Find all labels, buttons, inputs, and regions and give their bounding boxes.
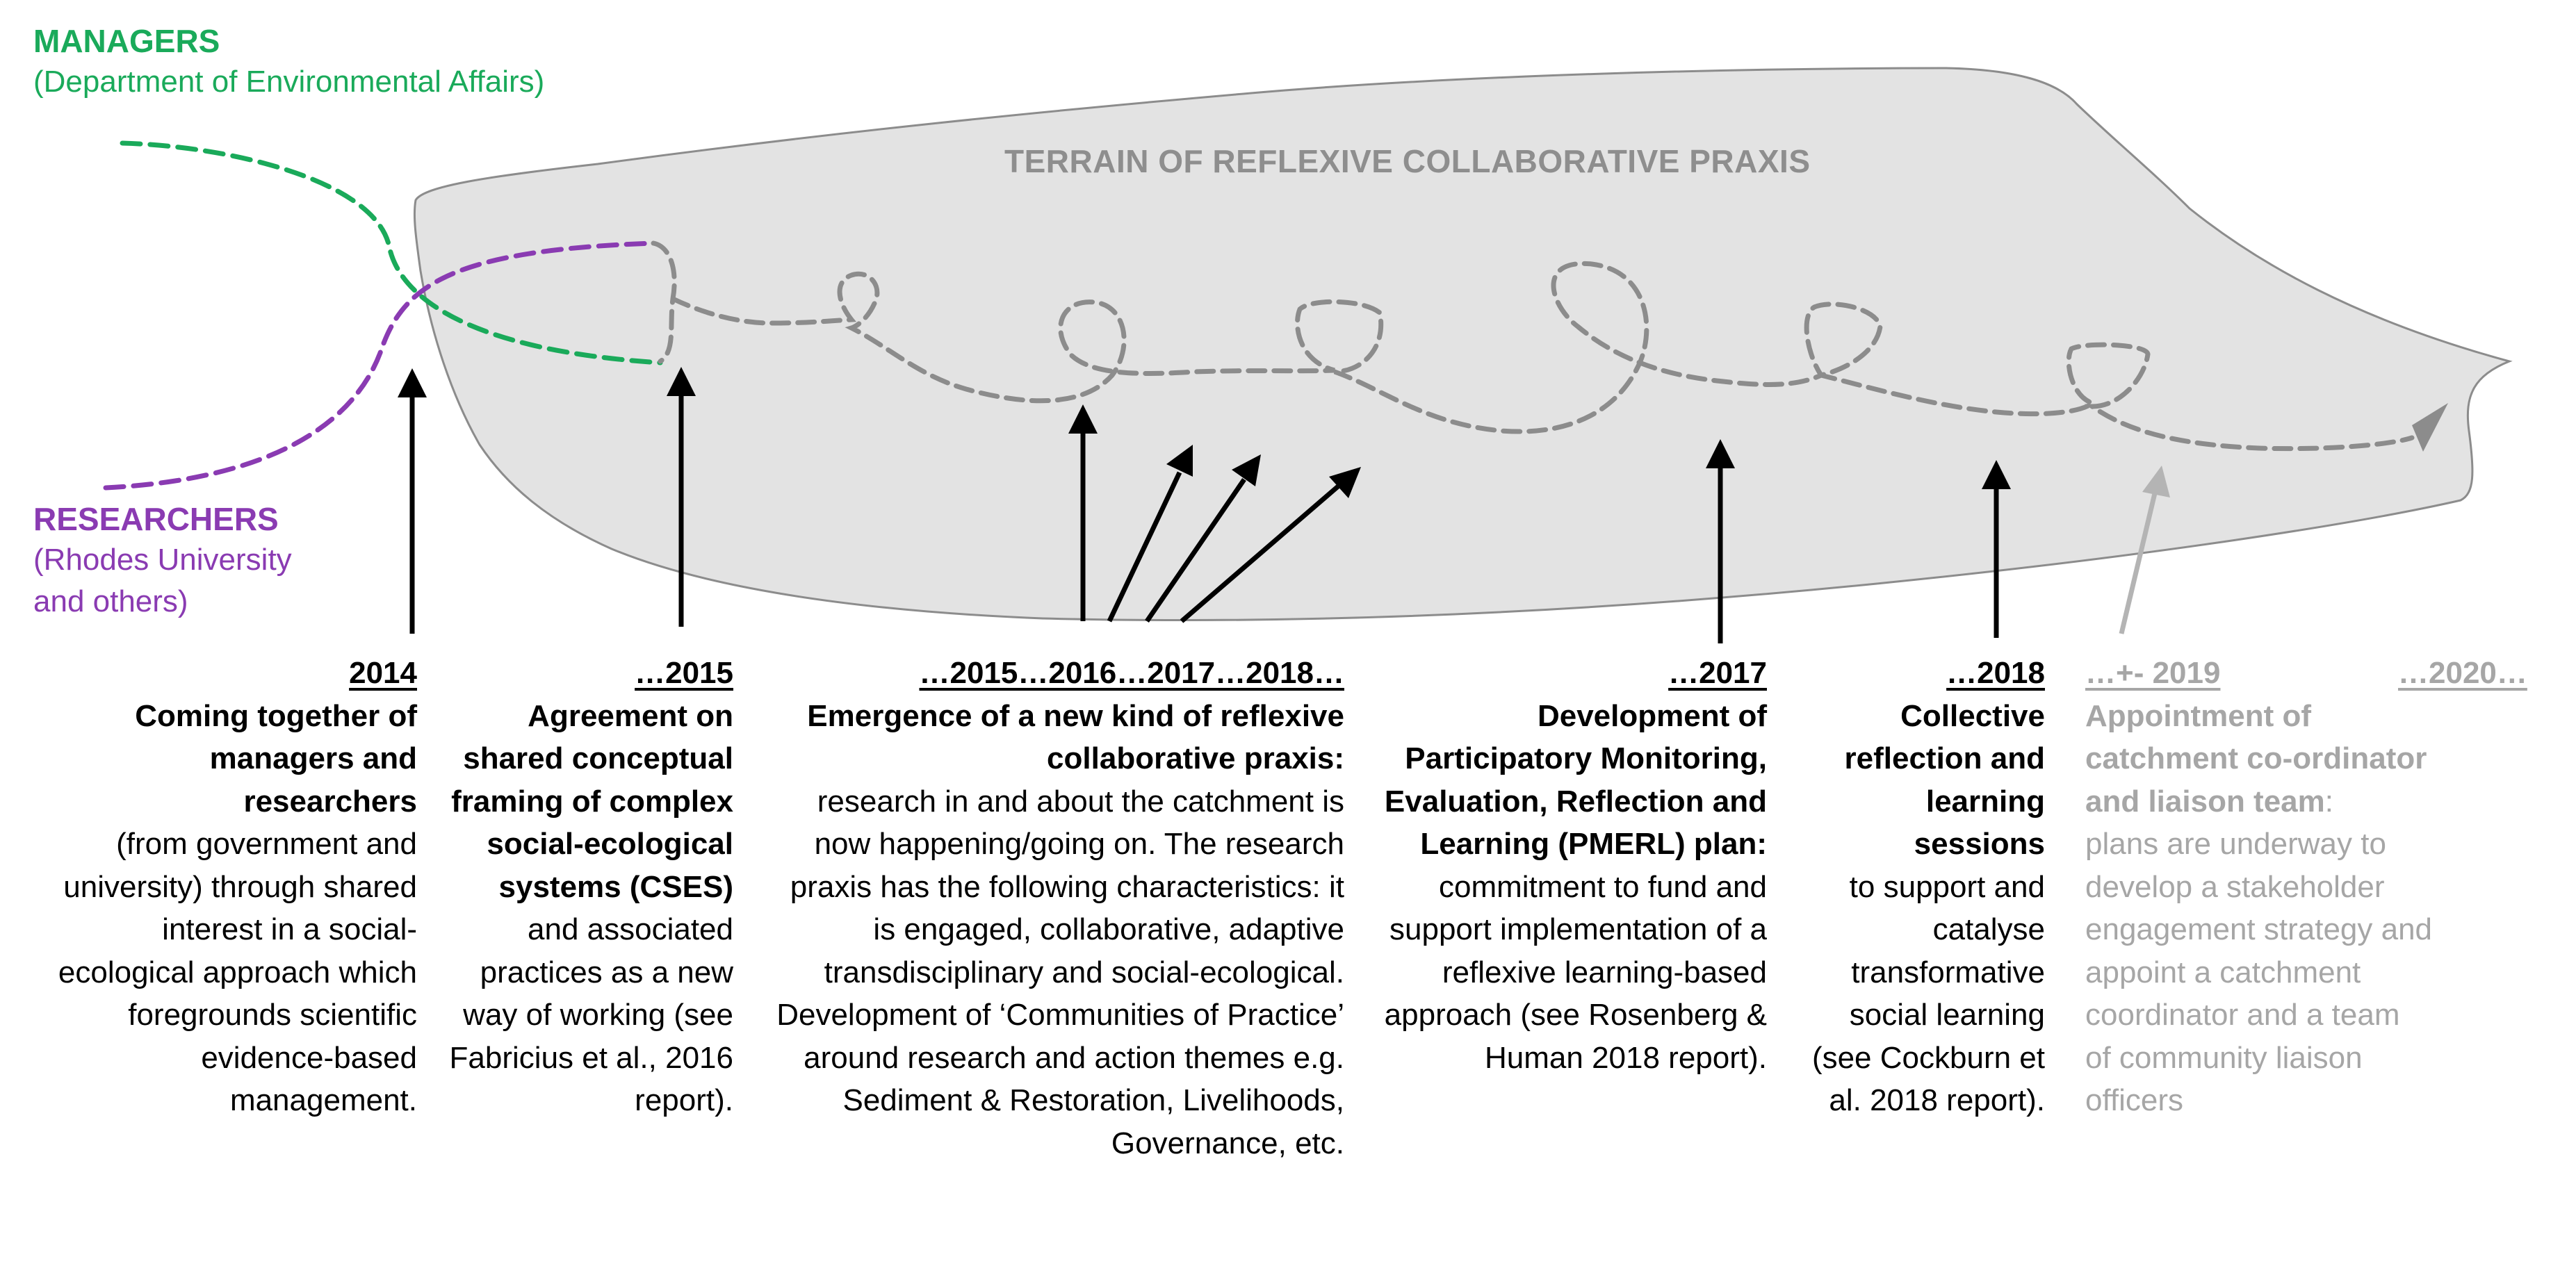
milestone-body: and associated practices as a new way of…: [449, 912, 733, 1117]
milestone-2018: …2018 Collective reflection and learning…: [1807, 652, 2045, 1122]
praxis-arrowhead: [2412, 403, 2448, 452]
arrowhead-2014: [398, 368, 427, 397]
milestone-year: …2015: [635, 656, 733, 690]
researchers-label: RESEARCHERS (Rhodes University and other…: [33, 499, 292, 623]
milestone-year: …2018: [1946, 656, 2045, 690]
milestone-2019: …+- 2019 Appointment of catchment co-ord…: [2085, 652, 2433, 1122]
milestone-year: …+- 2019: [2085, 656, 2221, 690]
managers-title: MANAGERS: [33, 23, 220, 59]
arrowhead-2015: [667, 367, 696, 396]
milestone-year: …2020…: [2398, 656, 2527, 690]
arrowhead-2018: [1982, 460, 2011, 489]
milestone-arrows: [398, 367, 2011, 643]
arrowhead-praxis-4: [1329, 467, 1361, 498]
milestone-body: (from government and university) through…: [58, 827, 417, 1117]
milestone-heading: Coming together of managers and research…: [135, 698, 417, 819]
arrow-praxis-4: [1180, 484, 1340, 623]
milestone-body: to support and catalyse transformative s…: [1811, 869, 2045, 1118]
researchers-path: [103, 240, 656, 491]
milestone-heading: Appointment of catchment co-ordinator an…: [2085, 698, 2427, 819]
milestone-2020: …2020…: [2398, 652, 2565, 695]
milestone-2014: 2014 Coming together of managers and res…: [56, 652, 417, 1122]
milestone-2017: …2017 Development of Participatory Monit…: [1383, 652, 1767, 1079]
arrowhead-praxis-3: [1232, 454, 1261, 486]
milestone-body: research in and about the catchment is n…: [790, 784, 1344, 989]
milestone-heading: Emergence of a new kind of reflexive col…: [807, 698, 1344, 776]
researchers-title: RESEARCHERS: [33, 501, 279, 537]
arrow-praxis-2: [1107, 471, 1182, 623]
milestone-body-2: Development of ‘Communities of Practice’…: [776, 998, 1344, 1160]
milestone-heading: Development of Participatory Monitoring,…: [1384, 698, 1767, 862]
praxis-path: [651, 240, 2415, 452]
milestone-praxis: …2015…2016…2017…2018… Emergence of a new…: [765, 652, 1344, 1165]
managers-subtitle: (Department of Environmental Affairs): [33, 65, 545, 99]
managers-path: [120, 140, 663, 365]
milestone-year: 2014: [349, 656, 417, 690]
milestone-body: commitment to fund and support implement…: [1384, 869, 1767, 1075]
arrow-2019: [2119, 493, 2158, 634]
milestone-body: plans are underway to develop a stakehol…: [2085, 827, 2433, 1117]
managers-label: MANAGERS (Department of Environmental Af…: [33, 21, 544, 103]
arrowhead-praxis-1: [1068, 404, 1098, 434]
milestone-year: …2015…2016…2017…2018…: [919, 656, 1344, 690]
arrowhead-2017: [1706, 439, 1735, 468]
arrowhead-2019: [2142, 466, 2170, 498]
milestone-year: …2017: [1668, 656, 1767, 690]
arrow-praxis-3: [1145, 478, 1246, 623]
milestone-heading: Collective reflection and learning sessi…: [1844, 698, 2046, 862]
researchers-subtitle-1: (Rhodes University: [33, 543, 292, 577]
milestone-heading: Agreement on shared conceptual framing o…: [451, 698, 733, 904]
arrowhead-praxis-2: [1166, 445, 1193, 477]
terrain-title: TERRAIN OF REFLEXIVE COLLABORATIVE PRAXI…: [1004, 143, 1811, 179]
milestone-2015: …2015 Agreement on shared conceptual fra…: [445, 652, 733, 1122]
milestone-heading-colon: :: [2324, 784, 2333, 819]
researchers-subtitle-2: and others): [33, 584, 188, 618]
